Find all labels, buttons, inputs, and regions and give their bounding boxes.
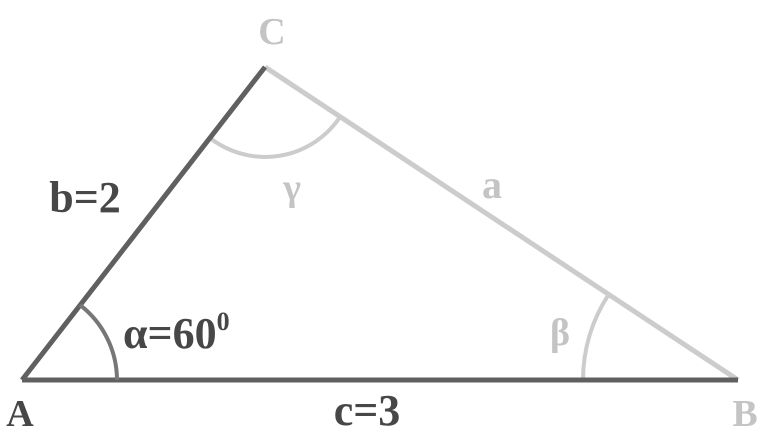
side-a [263,64,740,383]
vertex-c-label: C [258,11,285,53]
side-b [20,65,267,382]
vertex-b-label: B [732,393,757,435]
angle-beta-arc [580,292,611,381]
side-b-label: b=2 [49,173,121,222]
angle-alpha-arc [78,303,119,381]
angle-alpha-value: α=60 [123,309,217,358]
vertex-a-label: A [6,393,34,435]
angle-beta-label: β [550,312,570,354]
angle-gamma-arc [208,115,342,159]
angle-gamma-label: γ [282,167,301,209]
angle-alpha-label: α=600 [123,307,230,358]
side-a-label: a [482,162,502,207]
side-c-label: c=3 [334,386,401,435]
degree-mark: 0 [217,307,230,336]
